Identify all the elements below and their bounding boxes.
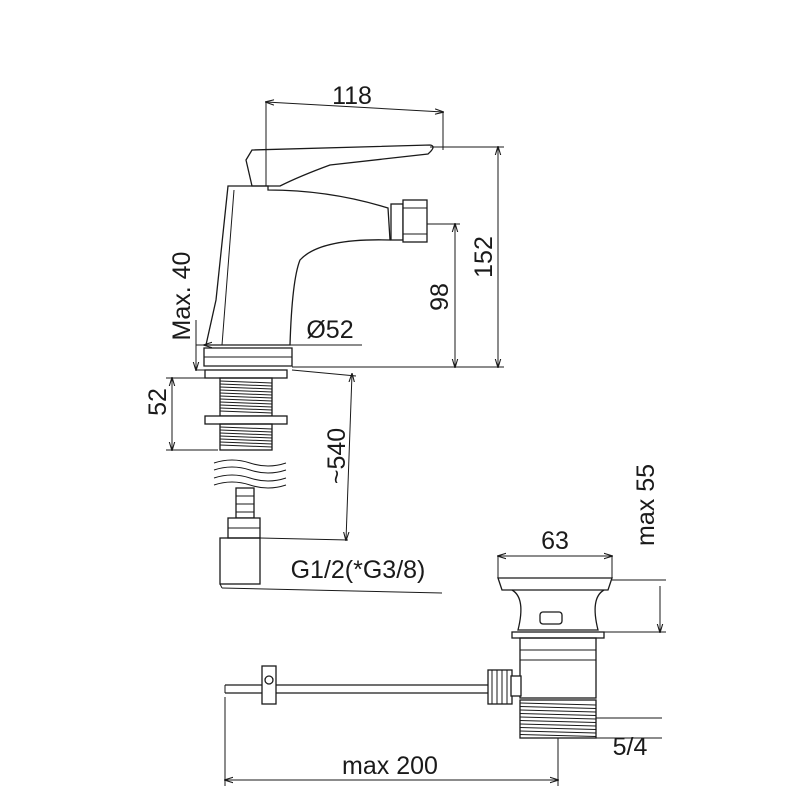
aerator-nozzle xyxy=(402,199,428,243)
thread-hatch-line xyxy=(219,380,273,384)
flex-hose xyxy=(235,487,255,519)
label-118: 118 xyxy=(332,82,372,110)
thread-hatch-line xyxy=(519,706,597,709)
thread-hatch-line xyxy=(219,429,273,433)
break-line-bottom xyxy=(213,474,287,482)
upper-washer xyxy=(204,369,288,379)
rod-connector-nut xyxy=(510,675,522,697)
label-diameter: Ø52 xyxy=(306,316,353,344)
waste-body xyxy=(519,637,597,699)
dim-line-540 xyxy=(346,374,352,540)
overflow-slot xyxy=(539,611,563,625)
label-98: 98 xyxy=(426,283,454,311)
thread-hatch-line xyxy=(219,398,273,402)
label-52: 52 xyxy=(144,388,172,416)
thread-hatch-line xyxy=(219,392,273,396)
rod-clip-hole xyxy=(264,675,274,685)
label-54: 5/4 xyxy=(613,733,648,761)
break-line-top xyxy=(213,459,287,467)
dim-line-118 xyxy=(266,102,443,112)
label-max40: Max. 40 xyxy=(168,252,196,341)
thread-hatch-line xyxy=(219,401,273,405)
thread-hatch-line xyxy=(219,386,273,390)
body-outline xyxy=(205,185,391,346)
thread-hatch-line xyxy=(219,404,273,408)
waste-flange xyxy=(497,577,613,591)
waste-cup xyxy=(511,589,605,631)
thread-hatch-line xyxy=(519,716,597,720)
thread-hatch-line xyxy=(219,395,273,399)
thread-hatch-line xyxy=(219,383,273,387)
label-63: 63 xyxy=(541,527,569,555)
label-max55: max 55 xyxy=(632,464,660,546)
thread-hatch-line xyxy=(519,727,597,730)
leader-thread xyxy=(221,587,443,594)
aerator-ring xyxy=(390,203,404,241)
thread-hatch-line xyxy=(219,438,273,442)
thread-hatch-line xyxy=(519,720,597,723)
popup-waste xyxy=(224,577,613,739)
faucet-body xyxy=(203,144,434,367)
thread-hatch-line xyxy=(519,734,597,737)
label-max200: max 200 xyxy=(342,752,438,780)
label-540: ~540 xyxy=(323,428,351,484)
fixing-nut xyxy=(219,423,273,451)
label-thread: G1/2(*G3/8) xyxy=(291,556,426,584)
thread-hatch-line xyxy=(219,432,273,436)
thread-hatch-line xyxy=(519,709,597,713)
label-152: 152 xyxy=(470,236,498,278)
fixing-shank xyxy=(204,369,288,585)
thread-hatch-line xyxy=(219,407,273,411)
thread-hatch-line xyxy=(219,435,273,439)
thread-hatch-line xyxy=(519,702,597,706)
hose-fitting xyxy=(219,537,261,585)
rod-clip xyxy=(261,665,277,705)
base-ring xyxy=(203,347,293,367)
thread-hatch-line xyxy=(519,730,597,734)
dimension-lines xyxy=(166,102,666,786)
thread-hatch-line xyxy=(219,389,273,393)
thread-hatch-line xyxy=(519,713,597,716)
thread-hatch-line xyxy=(219,441,273,445)
thread-hatch-line xyxy=(219,426,273,430)
lever-handle xyxy=(245,144,434,187)
lower-washer xyxy=(204,415,288,425)
waste-collar xyxy=(511,631,605,639)
thread-hatch-line xyxy=(519,723,597,727)
thread-hatch-line xyxy=(219,410,273,414)
thread-hatch-line xyxy=(219,444,273,448)
